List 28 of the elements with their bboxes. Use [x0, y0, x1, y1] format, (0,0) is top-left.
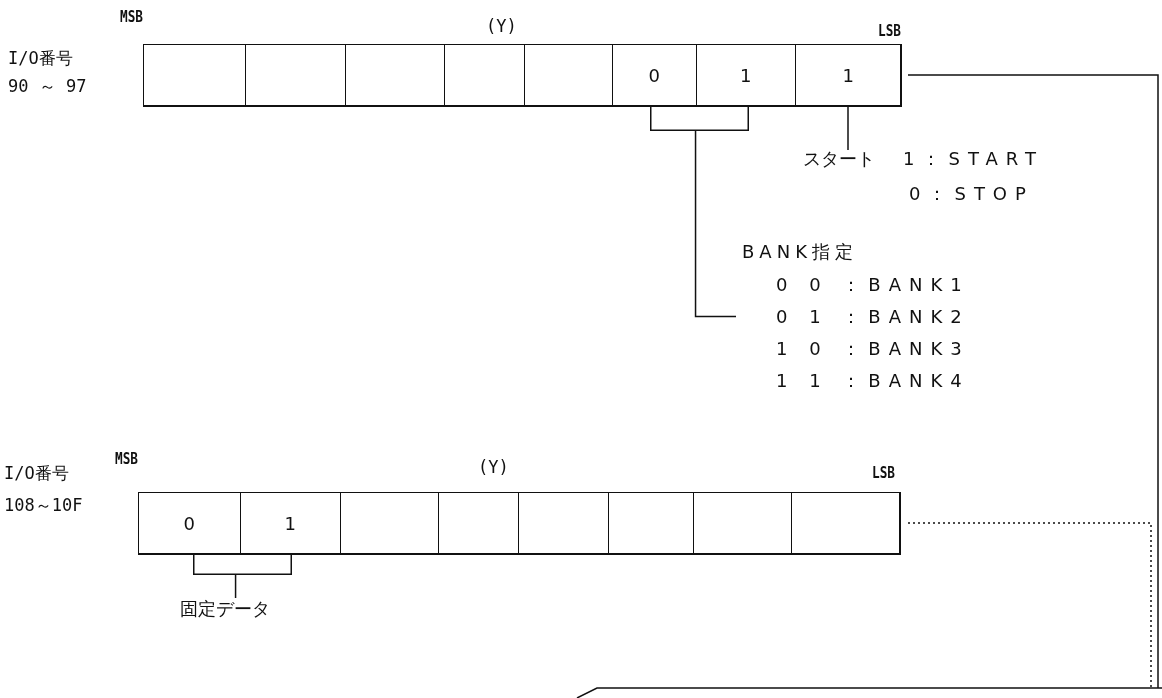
bit-cell — [790, 491, 901, 555]
annotation-text: 1 1 ：BANK4 — [776, 372, 970, 390]
connector-line — [907, 74, 1159, 689]
annotation-text: 0 1 ：BANK2 — [776, 308, 970, 326]
bit-cell: 1 — [794, 43, 902, 107]
annotation-text: 固定データ — [180, 600, 270, 618]
annotation-text: 1：START — [903, 150, 1044, 168]
register-bar — [138, 492, 900, 554]
register-label: MSB — [115, 452, 139, 467]
leader-line — [847, 105, 849, 151]
register-label: 90 ～ 97 — [8, 78, 87, 95]
register-label: MSB — [120, 10, 144, 25]
annotation-text: スタート — [803, 150, 875, 168]
leader-line — [234, 574, 237, 599]
register-label: (Y) — [486, 18, 517, 35]
register-bar — [143, 44, 901, 106]
annotation-text: BANK指定 — [742, 243, 858, 261]
register-label: LSB — [872, 466, 896, 481]
register-label: (Y) — [478, 459, 509, 476]
annotation-text: 0 0 ：BANK1 — [776, 276, 970, 294]
register-label: LSB — [878, 24, 902, 39]
leader-line — [694, 130, 737, 318]
annotation-text: 1 0 ：BANK3 — [776, 340, 970, 358]
annotation-text: 0：STOP — [909, 185, 1034, 203]
register-label: I/O番号 — [4, 465, 69, 482]
register-label: I/O番号 — [8, 50, 73, 67]
register-label: 108～10F — [4, 497, 83, 514]
connector-line — [907, 522, 1152, 689]
